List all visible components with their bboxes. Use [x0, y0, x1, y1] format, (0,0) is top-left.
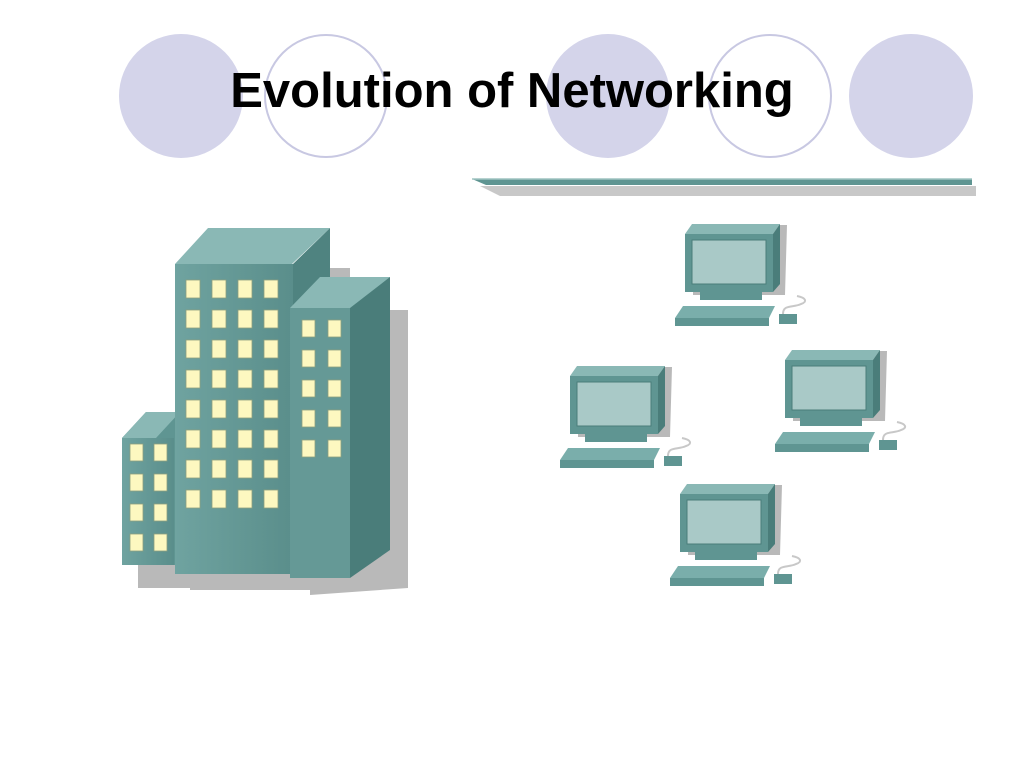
workstation-icon: [775, 350, 907, 452]
circle-outline-2: [708, 34, 832, 158]
circle-filled-1: [119, 34, 243, 158]
decorative-circles: [119, 34, 973, 158]
office-building-icon: [122, 228, 408, 595]
workstation-icon: [560, 366, 692, 468]
circle-filled-3: [849, 34, 973, 158]
slide-title: Evolution of Networking: [230, 64, 794, 118]
title-divider-line: [472, 178, 976, 196]
circle-outline-1: [264, 34, 388, 158]
workstation-icon: [675, 224, 807, 326]
workstation-icon: [670, 484, 802, 586]
circle-filled-2: [546, 34, 670, 158]
